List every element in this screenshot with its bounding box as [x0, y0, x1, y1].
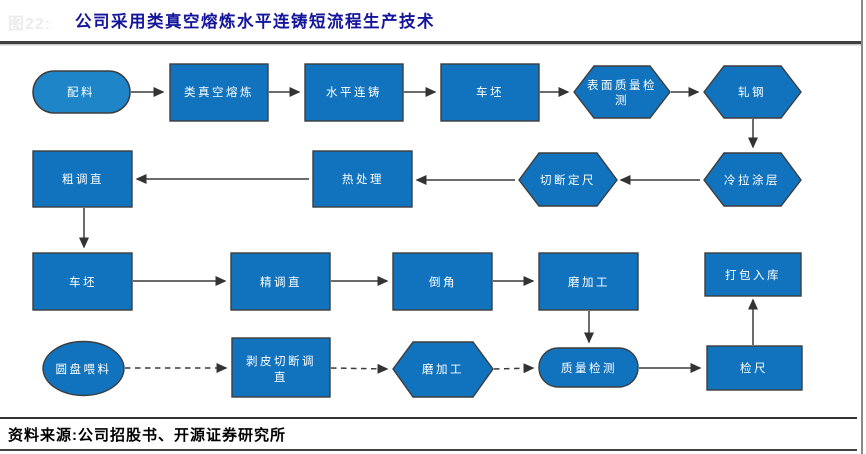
node-label: 打包入库: [725, 268, 781, 282]
source-divider: [0, 417, 857, 419]
rounded-rect-shape: [538, 347, 639, 388]
rect-shape: [304, 63, 404, 122]
node-label: 精调直: [260, 275, 302, 289]
node-label: 车坯: [476, 85, 504, 99]
hexagon-shape: [573, 65, 671, 119]
rect-shape: [392, 252, 493, 311]
arrow-grinding2-to-qc: [493, 363, 535, 374]
ellipse-shape: [42, 340, 125, 397]
node-label: 磨加工: [568, 276, 610, 289]
rect-shape: [32, 150, 133, 208]
rect-shape: [230, 252, 331, 311]
node-disc-feeder: 圆盘喂料: [42, 340, 125, 397]
figure-title: 公司采用类真空熔炼水平连铸短流程生产技术: [75, 13, 435, 31]
source-text: 资料来源:公司招股书、开源证券研究所: [8, 427, 286, 444]
node-grinding-1: 磨加工: [538, 252, 639, 311]
node-cut-to-length: 切断定尺: [518, 152, 618, 207]
node-rough-straighten: 粗调直: [32, 150, 133, 208]
flow-arrows: [79, 87, 758, 374]
node-label-line2: 测: [615, 94, 629, 107]
rect-shape: [32, 252, 133, 311]
node-horizontal-cast: 水平连铸: [304, 63, 404, 122]
node-packing-storage: 打包入库: [704, 252, 802, 297]
node-label-line1: 剥皮切断调: [246, 354, 316, 368]
node-label: 车坯: [69, 275, 97, 289]
node-label: 磨加工: [422, 363, 464, 376]
node-label-line2: 直: [274, 370, 288, 384]
bottom-border-line: [0, 449, 857, 451]
node-grinding-2: 磨加工: [392, 341, 494, 398]
node-billet-2: 车坯: [32, 252, 133, 311]
node-label: 轧钢: [738, 85, 766, 99]
node-peiliao: 配料: [32, 70, 131, 114]
node-cold-draw-coating: 冷拉涂层: [703, 152, 802, 207]
node-rolling: 轧钢: [703, 65, 802, 119]
node-label: 热处理: [342, 173, 384, 186]
node-heat-treatment: 热处理: [312, 150, 413, 208]
node-fine-straighten: 精调直: [230, 252, 331, 311]
flowchart-canvas: 配料 类真空熔炼 水平连铸 车坯 表面质量检 测 轧钢 粗调直: [32, 63, 803, 398]
node-label: 质量检测: [561, 361, 617, 375]
node-surface-qc: 表面质量检 测: [573, 65, 671, 119]
node-label: 冷拉涂层: [724, 173, 780, 187]
node-gauge-check: 检尺: [706, 345, 803, 391]
node-label: 切断定尺: [540, 173, 596, 187]
node-billet-1: 车坯: [440, 63, 540, 122]
node-peel-cut-straighten: 剥皮切断调 直: [231, 337, 331, 398]
hexagon-shape: [703, 152, 802, 207]
hexagon-shape: [392, 341, 494, 398]
hexagon-shape: [703, 65, 802, 119]
node-label-line1: 表面质量检: [587, 78, 657, 92]
hexagon-shape: [518, 152, 618, 207]
rect-shape: [231, 337, 331, 398]
rect-shape: [538, 252, 639, 311]
node-label: 类真空熔炼: [184, 85, 254, 99]
node-chamfer: 倒角: [392, 252, 493, 311]
rect-shape: [440, 63, 540, 122]
figure-number-watermark: 图22:: [8, 16, 52, 33]
rect-shape: [169, 63, 269, 122]
node-label: 粗调直: [62, 172, 104, 186]
node-label: 检尺: [740, 361, 768, 375]
arrow-peel-to-grinding2: [330, 363, 389, 374]
node-label: 倒角: [429, 276, 457, 289]
node-label: 配料: [67, 85, 95, 99]
title-divider: [0, 41, 862, 44]
right-border-line: [861, 0, 863, 454]
rect-shape: [706, 345, 803, 391]
node-label: 圆盘喂料: [56, 362, 112, 376]
node-label: 水平连铸: [326, 85, 382, 99]
stadium-shape: [32, 70, 131, 114]
node-quasi-vacuum-melt: 类真空熔炼: [169, 63, 269, 122]
node-quality-inspection: 质量检测: [538, 347, 639, 388]
rect-shape: [704, 252, 802, 297]
rect-shape: [312, 150, 413, 208]
